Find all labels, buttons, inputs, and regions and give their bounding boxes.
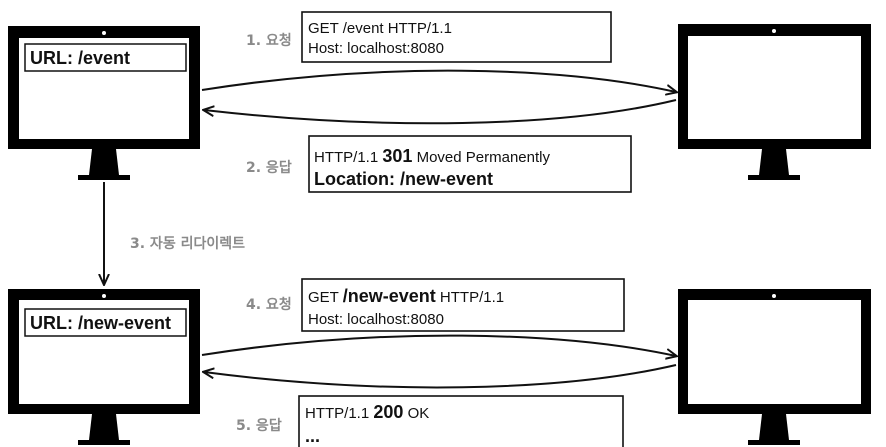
message-line-2: Host: localhost:8080 [308, 311, 444, 328]
url-bar[interactable] [24, 43, 187, 72]
method: GET [308, 289, 343, 306]
message-line-1: GET /event HTTP/1.1 [308, 20, 452, 37]
message-box [298, 395, 624, 447]
step-2-label: 2. 응답 [246, 159, 292, 176]
protocol: HTTP/1.1 [436, 289, 504, 306]
monitor-screen [688, 36, 861, 139]
status-text: Moved Permanently [412, 149, 550, 166]
message-line-2: Location: /new-event [314, 169, 493, 189]
step-5-label: 5. 응답 [236, 417, 282, 434]
response-message-2: HTTP/1.1 200 OK ... [298, 395, 624, 447]
monitor-camera [102, 31, 106, 35]
message-line-2: Host: localhost:8080 [308, 40, 444, 57]
message-line-1: HTTP/1.1 200 OK [305, 402, 429, 422]
message-line-1: HTTP/1.1 301 Moved Permanently [314, 146, 550, 166]
monitor-camera [102, 294, 106, 298]
message-box [308, 135, 632, 193]
client-monitor-top: URL: /event [8, 26, 200, 180]
message-line-1: GET /new-event HTTP/1.1 [308, 286, 504, 306]
url-bar-text: URL: /new-event [30, 313, 171, 333]
request-arrow-1 [201, 69, 676, 92]
request-path: /new-event [343, 286, 436, 306]
response-arrow-1 [204, 99, 677, 125]
status-code: 301 [382, 146, 412, 166]
response-message-1: HTTP/1.1 301 Moved Permanently Location:… [308, 135, 632, 193]
monitor-neck [759, 414, 789, 440]
message-box [301, 278, 625, 332]
status-code: 200 [373, 402, 403, 422]
step-3-label: 3. 자동 리다이렉트 [130, 235, 245, 252]
step-1-label: 1. 요청 [246, 33, 292, 49]
monitor-base [78, 440, 130, 445]
monitor-camera [772, 294, 776, 298]
monitor-neck [89, 149, 119, 175]
url-bar-text: URL: /event [30, 48, 130, 68]
url-bar[interactable] [24, 308, 187, 337]
request-message-2: GET /new-event HTTP/1.1 Host: localhost:… [301, 278, 625, 332]
server-monitor-bottom [678, 289, 871, 445]
request-message-1: GET /event HTTP/1.1 Host: localhost:8080 [301, 11, 612, 63]
status-prefix: HTTP/1.1 [314, 149, 382, 166]
monitor-camera [772, 29, 776, 33]
server-monitor-top [678, 24, 871, 180]
response-arrow-2 [204, 364, 677, 389]
monitor-screen [688, 300, 861, 404]
monitor-neck [759, 149, 789, 175]
client-monitor-bottom: URL: /new-event [8, 289, 200, 445]
monitor-base [748, 175, 800, 180]
message-box [301, 11, 612, 63]
step-4-label: 4. 요청 [246, 297, 292, 313]
monitor-neck [89, 414, 119, 440]
status-prefix: HTTP/1.1 [305, 405, 373, 422]
monitor-base [78, 175, 130, 180]
monitor-base [748, 440, 800, 445]
message-line-2: ... [305, 426, 320, 446]
request-arrow-2 [201, 334, 676, 356]
status-text: OK [403, 405, 429, 422]
